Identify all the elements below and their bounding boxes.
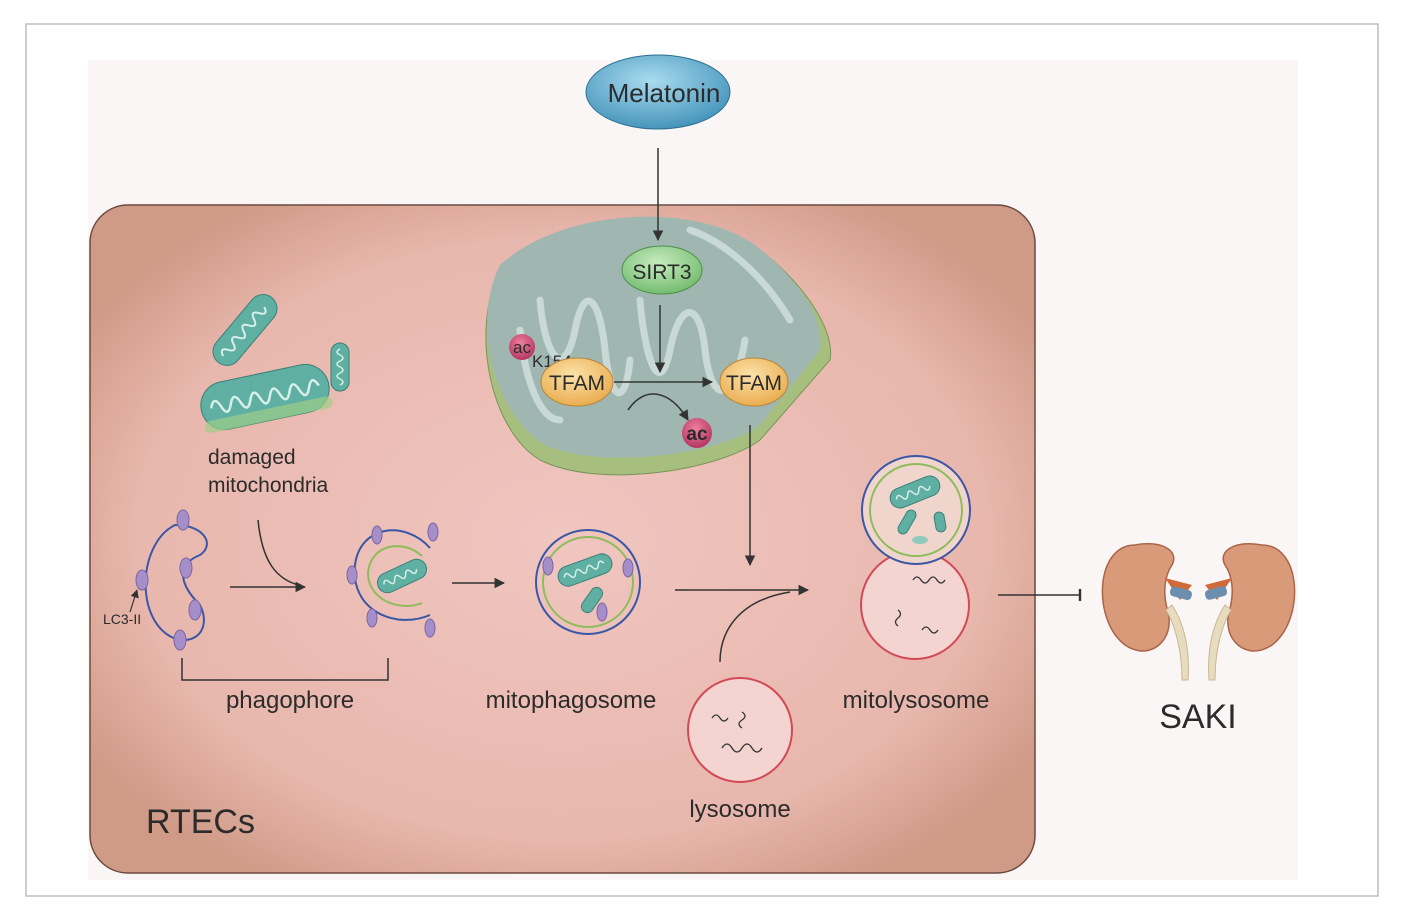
phagophore-closing — [346, 522, 439, 638]
mitolysosome — [860, 455, 971, 660]
released-acetyl-node: ac — [682, 418, 712, 448]
released-acetyl-label: ac — [686, 424, 708, 445]
arrow-acetyl-release — [627, 393, 689, 421]
sirt3-node: SIRT3 — [621, 245, 703, 295]
kidneys-illustration — [1101, 543, 1296, 681]
arrow-lysosome-joining — [719, 591, 791, 663]
lc3-pointer — [129, 589, 139, 613]
sirt3-label: SIRT3 — [632, 261, 691, 284]
lysosome — [687, 677, 793, 783]
damaged-mitochondria-label-2: mitochondria — [208, 474, 329, 497]
phagophore-open — [135, 509, 208, 651]
tfam-left-label: TFAM — [549, 372, 605, 395]
mitophagosome — [535, 529, 641, 635]
tfam-acetylated-node: ac K154 TFAM — [509, 334, 614, 407]
acetyl-tag-label: ac — [513, 338, 531, 357]
damaged-mitochondria-group: damaged mitochondria — [200, 294, 350, 497]
melatonin-label: Melatonin — [608, 78, 721, 108]
rtecs-label: RTECs — [146, 803, 255, 841]
lc3-label: LC3-II — [103, 611, 141, 627]
mitophagosome-label: mitophagosome — [486, 687, 657, 714]
tfam-deacetylated-node: TFAM — [719, 357, 789, 407]
phagophore-label: phagophore — [226, 687, 354, 714]
melatonin-node: Melatonin — [585, 54, 731, 130]
saki-label: SAKI — [1159, 698, 1236, 736]
arrow-mito-joining — [257, 519, 303, 587]
tfam-right-label: TFAM — [726, 372, 782, 395]
phagophore-bracket — [181, 658, 389, 681]
lysosome-label: lysosome — [689, 796, 790, 823]
damaged-mitochondria-label-1: damaged — [208, 446, 296, 469]
mitolysosome-label: mitolysosome — [843, 687, 990, 714]
